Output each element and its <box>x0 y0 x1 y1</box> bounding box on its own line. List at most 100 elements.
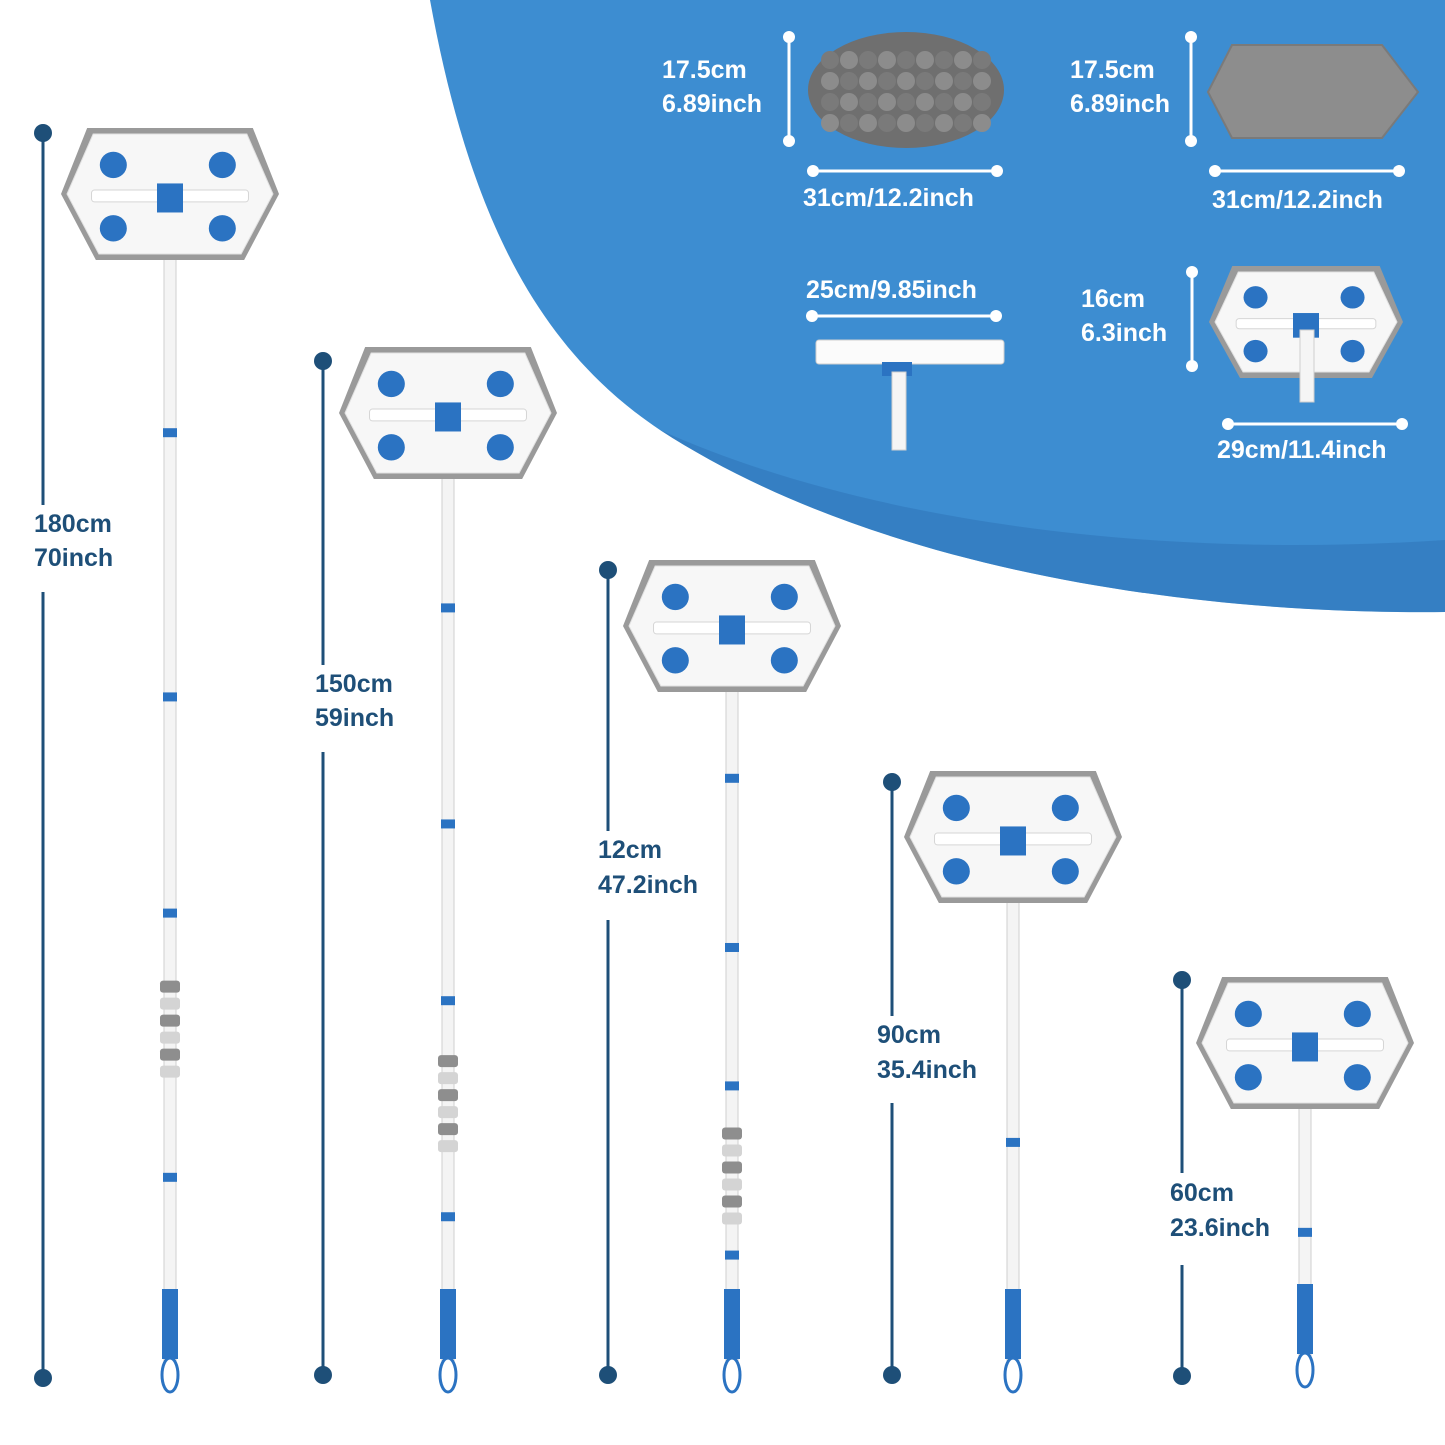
mop-3-length-dim <box>599 561 617 1384</box>
mop-2-pole-grip-3 <box>438 1089 458 1102</box>
mop-3-length-cm: 12cm <box>598 836 662 864</box>
mop-2-pole-handle <box>440 1289 456 1359</box>
squeegee-width-dim-dot-start <box>806 310 818 322</box>
mop-head-height-dim-dot-end <box>1186 360 1198 372</box>
chenille-tuft-1-3 <box>840 114 858 132</box>
squeegee-blade <box>815 339 1005 365</box>
mop-1-head-dot-2 <box>208 151 236 179</box>
mop-1-pole-ring-2 <box>163 692 177 702</box>
mop-4-head-dot-4 <box>1051 858 1079 885</box>
chenille-tuft-3-2 <box>878 93 896 111</box>
squeegee-width-dim-dot-end <box>990 310 1002 322</box>
mop-1-pole-grip-3 <box>160 1014 180 1027</box>
mop-4-length-in: 35.4inch <box>877 1056 978 1084</box>
mop-head-height-in: 6.3inch <box>1081 319 1168 347</box>
mop-3-pole-ring-3 <box>725 1081 739 1091</box>
chenille-tuft-4-3 <box>897 114 915 132</box>
mop-2-pole-shaft <box>441 406 455 1390</box>
mop-2-length-cm: 150cm <box>315 670 393 698</box>
mop-4-head-dot-2 <box>1051 794 1079 822</box>
mop-1-head-dot-4 <box>208 215 236 242</box>
mop-4-pole <box>1003 830 1023 1394</box>
chenille-tuft-4-0 <box>897 51 915 69</box>
mop-1-pole-grip-4 <box>160 1031 180 1044</box>
accessory-mop-head <box>1209 266 1403 378</box>
mop-5-head <box>1196 977 1414 1109</box>
mop-4-head-dot-1 <box>942 794 970 822</box>
mop-3-head-dot-1 <box>661 583 689 611</box>
mop-2-pole-grip-2 <box>438 1072 458 1085</box>
chenille-tuft-3-3 <box>878 114 896 132</box>
chenille-tuft-0-0 <box>821 51 839 69</box>
chenille-pad-height-dim-dot-end <box>783 135 795 147</box>
mop-5-head-joint <box>1292 1032 1318 1062</box>
mop-2-head-joint <box>435 402 461 432</box>
flat-pad-height-dim <box>1185 31 1197 147</box>
chenille-pad-width-dim <box>807 165 1003 177</box>
mop-3-pole-ring-1 <box>725 773 739 783</box>
mop-4-length-dim <box>883 773 901 1384</box>
mop-2-length-in: 59inch <box>315 704 395 732</box>
chenille-pad-height-cm: 17.5cm <box>662 56 747 84</box>
mop-3-pole-ring-2 <box>725 942 739 952</box>
chenille-pad-height-dim <box>783 31 795 147</box>
mop-4-length-cm: 90cm <box>877 1021 941 1049</box>
mop-1-pole-grip-1 <box>160 980 180 993</box>
mop-2-pole-ring-2 <box>441 819 455 829</box>
mop-2-dim-dot-bottom <box>314 1366 332 1384</box>
chenille-tuft-5-3 <box>916 114 934 132</box>
mop-2-pole-grip-4 <box>438 1106 458 1119</box>
mop-3-pole-grip-4 <box>722 1178 742 1191</box>
accessory-mop-head-dot-4 <box>1340 339 1365 363</box>
mop-2-head-dot-3 <box>377 434 405 461</box>
mop-2-pole-ring-4 <box>441 1212 455 1222</box>
squeegee-width-dim <box>806 310 1002 322</box>
chenille-tuft-4-1 <box>897 72 915 90</box>
mop-1-pole-handle <box>162 1289 178 1359</box>
mop-3-pole <box>722 619 742 1394</box>
flat-pad-width: 31cm/12.2inch <box>1212 186 1383 214</box>
mop-3-head-dot-3 <box>661 647 689 674</box>
mop-1-head-dot-1 <box>99 151 127 179</box>
chenille-tuft-0-1 <box>821 72 839 90</box>
mop-2-length-dim <box>314 352 332 1384</box>
mop-head-height-cm: 16cm <box>1081 285 1145 313</box>
mop-4-head <box>904 771 1122 903</box>
chenille-tuft-0-3 <box>821 114 839 132</box>
mop-1-pole <box>160 187 180 1394</box>
mop-head-height-dim-dot-start <box>1186 266 1198 278</box>
chenille-tuft-8-0 <box>973 51 991 69</box>
mop-3-head-dot-4 <box>770 647 798 674</box>
mop-4-head-dot-3 <box>942 858 970 885</box>
mop-3-pole-grip-5 <box>722 1195 742 1208</box>
chenille-tuft-6-0 <box>935 51 953 69</box>
chenille-tuft-2-2 <box>859 93 877 111</box>
flat-pad-height-in: 6.89inch <box>1070 90 1171 118</box>
accessory-mop-head-dot-2 <box>1340 286 1365 309</box>
chenille-pad-width: 31cm/12.2inch <box>803 184 974 212</box>
mop-head-width: 29cm/11.4inch <box>1217 436 1387 464</box>
flat-pad-width-dim-dot-end <box>1393 165 1405 177</box>
mop-5-dim-dot-top <box>1173 971 1191 989</box>
chenille-tuft-8-1 <box>973 72 991 90</box>
chenille-tuft-7-1 <box>954 72 972 90</box>
mop-4-dim-dot-top <box>883 773 901 791</box>
mop-5-head-dot-4 <box>1343 1064 1371 1091</box>
mop-2-head-dot-2 <box>486 370 514 398</box>
mop-1-head-dot-3 <box>99 215 127 242</box>
mop-2-dim-dot-top <box>314 352 332 370</box>
mop-2-head-dot-1 <box>377 370 405 398</box>
chenille-tuft-1-0 <box>840 51 858 69</box>
mop-5-dim-dot-bottom <box>1173 1367 1191 1385</box>
mop-3-pole-grip-3 <box>722 1161 742 1174</box>
mop-5-head-dot-3 <box>1234 1064 1262 1091</box>
blue-panel-shadow <box>660 430 1445 613</box>
chenille-tuft-7-0 <box>954 51 972 69</box>
chenille-tuft-4-2 <box>897 93 915 111</box>
chenille-pad-width-dim-dot-start <box>807 165 819 177</box>
mop-2-pole <box>438 406 458 1394</box>
chenille-tuft-0-2 <box>821 93 839 111</box>
chenille-tuft-3-0 <box>878 51 896 69</box>
